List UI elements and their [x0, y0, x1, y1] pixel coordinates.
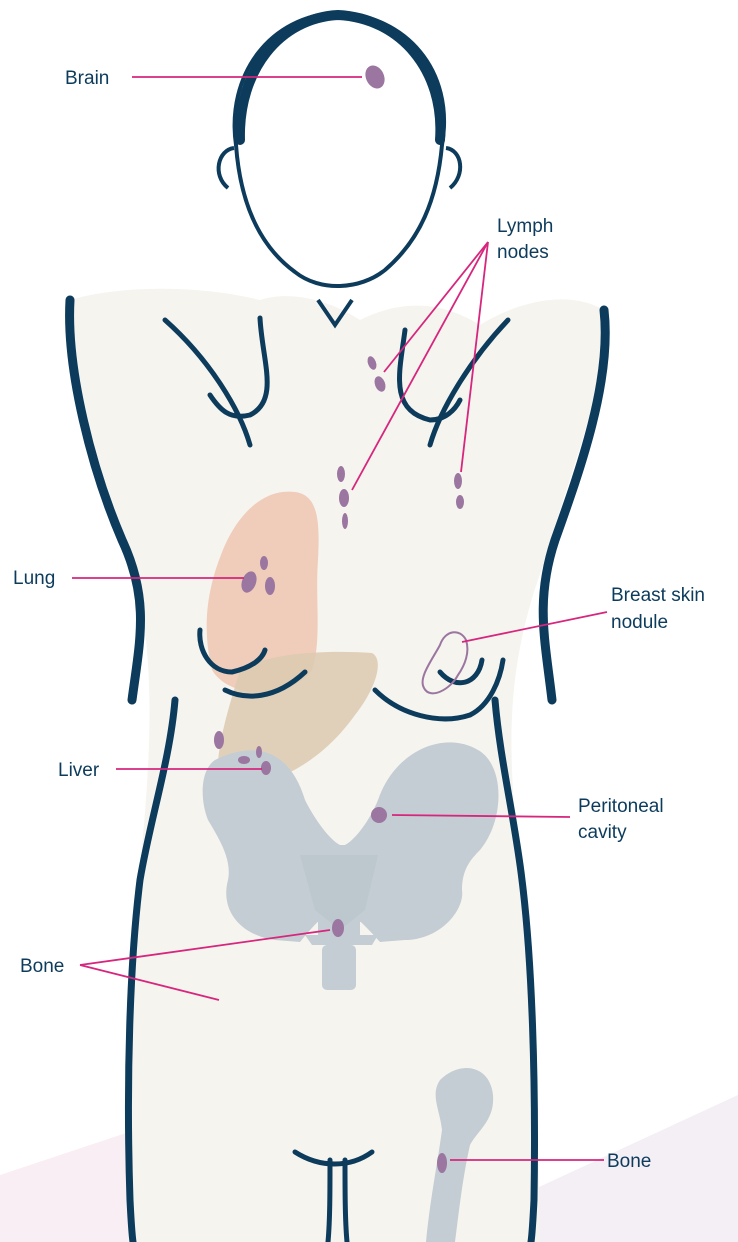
lesion-liver-1	[256, 746, 262, 758]
spine-vertebra-mid	[305, 935, 378, 945]
lesion-lymph-axilla-2	[456, 495, 464, 509]
lesion-bone-femur	[437, 1153, 447, 1173]
spine-column	[322, 945, 356, 990]
lesion-lymph-chest-1	[337, 466, 345, 482]
label-lymph-nodes-line1: Lymph	[497, 216, 553, 237]
lesion-peritoneal	[371, 807, 387, 823]
label-lymph-nodes-line2: nodes	[497, 242, 549, 263]
label-breast-line2: nodule	[611, 612, 668, 633]
inner-leg-right	[345, 1160, 347, 1242]
lesion-bone-spine	[332, 919, 344, 937]
lesion-liver-2	[238, 756, 250, 764]
label-breast-line1: Breast skin	[611, 585, 705, 606]
label-peritoneal-line2: cavity	[578, 822, 627, 843]
label-lung: Lung	[13, 568, 55, 589]
label-liver: Liver	[58, 760, 100, 781]
label-brain: Brain	[65, 68, 109, 89]
lesion-lymph-axilla-1	[454, 473, 462, 489]
label-peritoneal-line1: Peritoneal	[578, 796, 664, 817]
lesion-bone-pelvis	[214, 731, 224, 749]
lesion-liver-3	[261, 761, 271, 775]
torso-fill	[70, 289, 605, 1242]
lesion-lymph-chest-3	[342, 513, 348, 529]
lesion-lung-1	[260, 556, 268, 570]
lesion-lung-3	[265, 577, 275, 595]
lesion-lymph-chest-2	[339, 489, 349, 507]
inner-leg-left	[328, 1160, 330, 1242]
ear-right	[446, 148, 460, 188]
label-bone-left: Bone	[20, 956, 64, 977]
label-bone-right: Bone	[607, 1151, 651, 1172]
ear-left	[219, 148, 234, 188]
